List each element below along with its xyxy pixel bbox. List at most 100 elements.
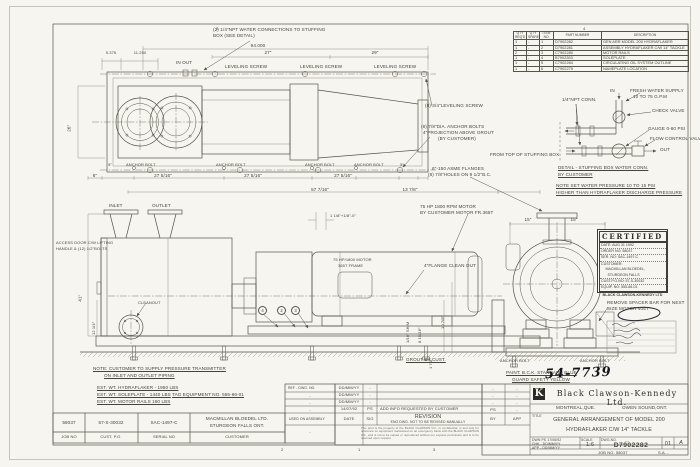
access-door-note: HANDLE & (12) 1/2"BOLTS (56, 246, 108, 251)
company-location: MONTREAL,QUE. (556, 405, 596, 410)
app-cell: - (516, 400, 518, 405)
company-name: Black Clawson-Kennedy Ltd. (556, 389, 678, 407)
motor-note: 75 HP 1800 RPM MOTOR (420, 204, 476, 209)
flow-valve-label: FLOW CONTROL VALVE (650, 136, 700, 141)
revision-sig: - (369, 399, 371, 404)
dim: 12 1/4" (91, 321, 96, 335)
checked-by-row: CHK - DD/MM/YY (532, 442, 561, 446)
spacer-bar-note: SIZE MOTOR 405T (607, 306, 649, 311)
dim: 13 7/8" (402, 187, 418, 192)
bck-logo: K (533, 388, 545, 400)
dwg-no-label: DWG.NO. (601, 438, 617, 442)
scale-value: 1:6 (585, 442, 595, 448)
drawing-title: HYDRAFLAKER C/W 14" TACKLE (566, 427, 652, 433)
revision-date: DD/MM/YY (338, 385, 360, 390)
by-cell: - (492, 386, 494, 391)
certified-serial: SER. NO: SAC-1497-C (599, 255, 666, 262)
plan-view (77, 40, 541, 194)
zone-mark: 1 (358, 447, 361, 452)
check-valve-label: CHECK VALVE (652, 108, 685, 113)
app-cell: - (516, 386, 518, 391)
bottom-tables (52, 383, 689, 456)
detail-note: HIGHER THAN HYDRAFLAKER DISCHARGE PRESSU… (556, 190, 683, 195)
certified-title: CERTIFIED (599, 232, 666, 243)
elevation-view (80, 176, 640, 361)
dim: 26" (66, 124, 72, 132)
customer-label: CUSTOMER (225, 434, 249, 439)
zone-mark: 3 (433, 447, 436, 452)
dwg-no-dash: — (625, 438, 630, 443)
dim: 5" (400, 162, 404, 167)
revision-date-label: DATE (343, 416, 355, 421)
dim: 10 7/8" (440, 315, 445, 329)
zone-mark: 2 (216, 26, 219, 31)
ref-dash: - (309, 393, 311, 398)
balloon-callout: 3 (291, 306, 300, 315)
motor-label: 75 HP/1800 MOTOR (333, 257, 372, 262)
rev-letter: A (679, 440, 683, 446)
anchor-bolt-label: ANCHOR BOLT (500, 358, 530, 363)
legal-text: This print is the property of the BLACK … (361, 426, 479, 440)
scale-label: SCALE (581, 438, 593, 442)
anchor-bolt-label: ANCHOR BOLT (354, 162, 384, 167)
revision-sig-label: SIG (366, 416, 374, 421)
approval-stamp (606, 306, 677, 354)
revision-title: REVISION (414, 414, 442, 420)
asme-flange-note: 6"-150 ASME FLANGES (432, 166, 485, 171)
dim: 29" (371, 50, 379, 55)
asme-flange-note: (8) 7/8"HOLES ON 9 1/2"B.C. (428, 172, 492, 177)
dim: 27 5/16" (154, 173, 172, 178)
app-cell: - (516, 407, 518, 412)
water-conn-note: BOX (SEE DETAIL) (213, 33, 255, 38)
dim: 5" (108, 162, 112, 167)
anchor-bolt-label: ANCHOR BOLT (305, 162, 335, 167)
in-label: IN (610, 88, 615, 93)
ref-dwg-header: REF - DWG. NO. (288, 386, 316, 390)
pressure-note: NOTE: CUSTOMER TO SUPPLY PRESSURE TRANSM… (93, 366, 226, 371)
certified-order: ORDER NO: 58037 (599, 249, 666, 256)
gauge-label: GAUGE 0-60 PSI (648, 126, 686, 131)
out-label: OUT (660, 147, 670, 152)
job-no-footer: JOB NO. 58037 (598, 450, 628, 455)
certified-equip: EQUIP. NO: 555-66-01 (601, 285, 638, 290)
anchor-bolt-label: ANCHOR BOLT (126, 162, 156, 167)
cleanout-label: CLEANOUT (138, 300, 161, 305)
weight-note: EST. WT. SOLEPLATE - 1440 LBS (97, 392, 171, 397)
dim: 15" (570, 217, 578, 222)
certified-customer: CUSTOMER: (601, 261, 623, 266)
dwg-number: D7902282 (613, 441, 649, 449)
ref-dash: - (309, 429, 311, 434)
anchor-bolt-note: (8) 7/8"DIA. ANCHOR BOLTS (421, 124, 485, 129)
col-header: DESCRIPTION (601, 30, 689, 41)
fresh-water-note: 10 TO 75 G.P.M (633, 94, 668, 99)
dim: 11.250 (133, 50, 147, 55)
outlet-label: OUTLET (152, 203, 171, 208)
customer-name: STURGEON FALLS ONT. (209, 423, 265, 428)
revision-date: 14/07/92 (340, 406, 358, 411)
dim: 15" (524, 217, 532, 222)
by-cell: PS (490, 407, 496, 412)
title-label: TITLE (532, 414, 542, 418)
end-view (491, 212, 677, 368)
handwritten-mark: 54-7739 (544, 364, 612, 383)
grout-note: GROUT BY CUST. (406, 357, 446, 362)
by-cell: - (492, 400, 494, 405)
dim: 27 5/16" (244, 173, 262, 178)
ref-dash: - (309, 400, 311, 405)
job-number-label: JOB NO (61, 434, 77, 439)
serial-number-label: SERIAL NO (152, 434, 176, 439)
certified-po: CUST.P.O.NO: 57-S-30032 (599, 279, 666, 286)
parts-table: QTY REQ'D QTY SPARE ITEM NO. PART NUMBER… (513, 30, 689, 73)
customer-po: 57-S-30032 (98, 420, 124, 425)
leveling-screw-note: (8) 3/4"LEVELING SCREW (425, 103, 483, 108)
sa-footer: S.A. - (658, 450, 669, 455)
detail-title: DETAIL - STUFFING BOX WATER CONN. (558, 165, 649, 170)
col-header: QTY REQ'D (513, 30, 527, 41)
revision-sig: PS (367, 406, 373, 411)
access-door-note: ACCESS DOOR C/W LIFTING (56, 240, 114, 245)
anchor-bolt-label: ANCHOR BOLT (216, 162, 246, 167)
